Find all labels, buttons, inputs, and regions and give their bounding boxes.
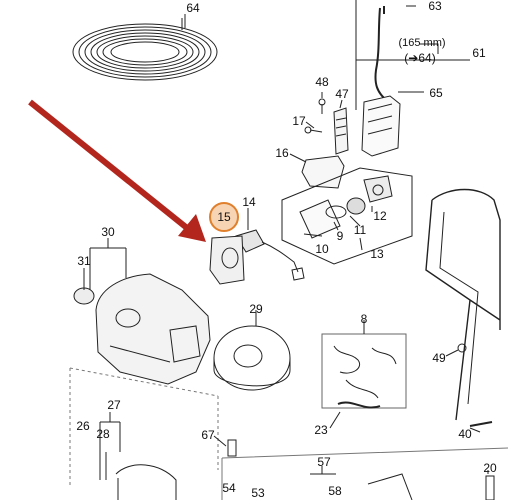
sensor-with-cable xyxy=(235,229,305,281)
fuel-line-coil xyxy=(72,14,218,81)
part-label-27[interactable]: 27 xyxy=(107,398,121,412)
part-label-9[interactable]: 9 xyxy=(336,229,344,243)
part-label-10[interactable]: 10 xyxy=(315,242,329,256)
air-filter xyxy=(213,325,291,391)
part-label-54[interactable]: 54 xyxy=(222,481,236,495)
part-label-17[interactable]: 17 xyxy=(292,114,306,128)
part-label-13[interactable]: 13 xyxy=(370,247,384,261)
note-ref-arrow-label: (➔64) xyxy=(404,51,436,65)
part-label-64[interactable]: 64 xyxy=(186,1,200,15)
part-label-61[interactable]: 61 xyxy=(472,46,486,60)
part-label-65[interactable]: 65 xyxy=(429,86,443,100)
part-label-11[interactable]: 11 xyxy=(353,223,367,237)
note-ref: 64 xyxy=(418,51,432,65)
part-label-30[interactable]: 30 xyxy=(101,225,115,239)
part-label-49[interactable]: 49 xyxy=(432,351,446,365)
highlighted-part-number: 15 xyxy=(217,210,231,224)
part-label-40[interactable]: 40 xyxy=(458,427,472,441)
note-arrow-glyph: (➔ xyxy=(404,51,419,65)
control-module xyxy=(361,95,401,157)
highlighted-part-callout[interactable]: 15 xyxy=(209,202,239,232)
part-label-12[interactable]: 12 xyxy=(373,209,387,223)
part-label-16[interactable]: 16 xyxy=(275,146,289,160)
part-label-14[interactable]: 14 xyxy=(242,195,256,209)
length-note: (165 mm) xyxy=(398,37,446,49)
air-filter-cover xyxy=(95,273,211,385)
part-label-31[interactable]: 31 xyxy=(77,254,91,268)
part-label-29[interactable]: 29 xyxy=(249,302,263,316)
part-label-48[interactable]: 48 xyxy=(315,75,329,89)
part-label-58[interactable]: 58 xyxy=(328,484,342,498)
part-label-53[interactable]: 53 xyxy=(251,486,265,500)
part-label-57[interactable]: 57 xyxy=(317,455,331,469)
part-label-20[interactable]: 20 xyxy=(483,461,497,475)
part-label-63[interactable]: 63 xyxy=(428,0,442,13)
part-label-23[interactable]: 23 xyxy=(314,423,328,437)
part-label-28[interactable]: 28 xyxy=(96,427,110,441)
part-label-67[interactable]: 67 xyxy=(201,428,215,442)
part-label-8[interactable]: 8 xyxy=(360,312,368,326)
highlight-arrow xyxy=(28,99,206,242)
carburetor-group xyxy=(281,167,413,265)
part-label-47[interactable]: 47 xyxy=(335,87,349,101)
part-label-26[interactable]: 26 xyxy=(76,419,90,433)
